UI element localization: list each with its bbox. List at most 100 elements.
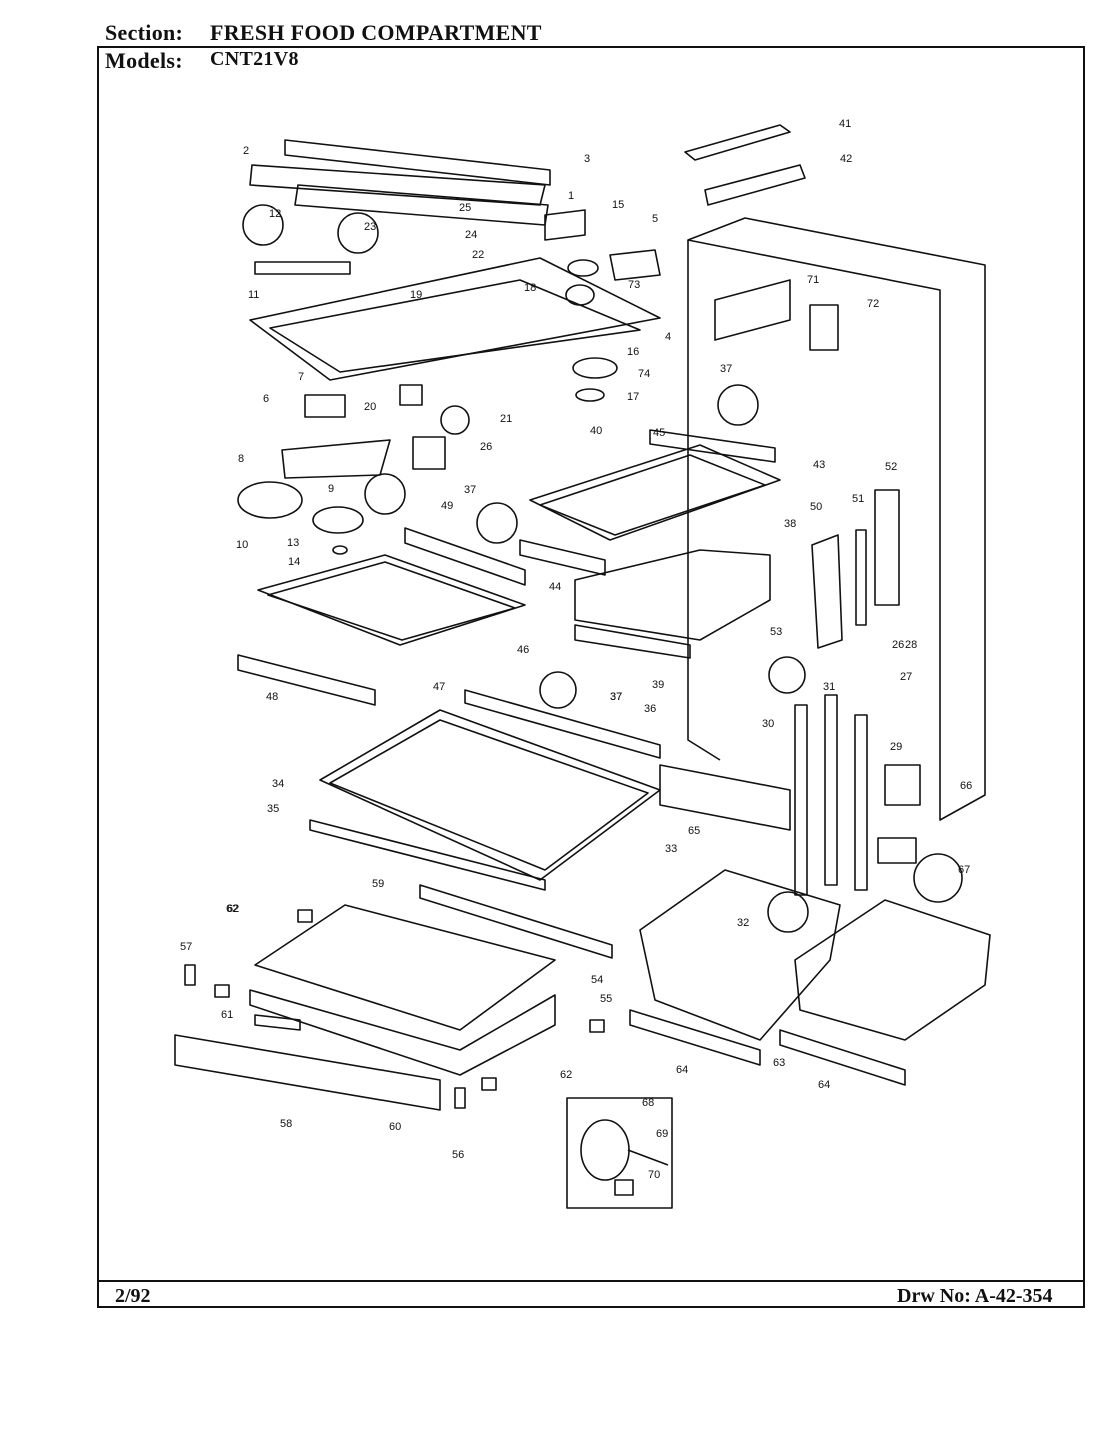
callout-56: 56 [452, 1149, 464, 1161]
callout-44: 44 [549, 581, 561, 593]
callout-38: 38 [784, 518, 796, 530]
callout-29: 29 [890, 741, 902, 753]
callout-27: 27 [900, 671, 912, 683]
callout-52: 52 [885, 461, 897, 473]
callout-71: 71 [807, 274, 819, 286]
callout-18: 18 [524, 282, 536, 294]
part-62-d [481, 1077, 497, 1091]
callout-24: 24 [465, 229, 477, 241]
part-51 [855, 529, 867, 626]
part-30 [794, 704, 808, 896]
callout-16: 16 [627, 346, 639, 358]
part-29 [854, 714, 868, 891]
drawing-number: Drw No: A-42-354 [897, 1285, 1053, 1307]
callout-69: 69 [656, 1128, 668, 1140]
callout-15: 15 [612, 199, 624, 211]
callout-42: 42 [840, 153, 852, 165]
callout-62: 62 [227, 903, 239, 915]
model-number: CNT21V8 [210, 48, 299, 70]
callout-26: 26 [892, 639, 904, 651]
diagram-frame [97, 46, 1085, 1308]
part-57 [184, 964, 196, 986]
callout-46: 46 [517, 644, 529, 656]
callout-28: 28 [905, 639, 917, 651]
part-12-detail [242, 204, 284, 246]
callout-37: 37 [720, 363, 732, 375]
callout-58: 58 [280, 1118, 292, 1130]
part-11 [254, 261, 351, 275]
part-2-trim [284, 139, 551, 186]
callout-64: 64 [676, 1064, 688, 1076]
part-55-frame [249, 989, 556, 1076]
part-45-trim [649, 429, 776, 463]
callout-7: 7 [298, 371, 304, 383]
callout-9: 9 [328, 483, 334, 495]
part-69-axle [627, 1149, 669, 1166]
callout-61: 61 [221, 1009, 233, 1021]
part-40-glass [539, 454, 766, 536]
part-48-trim [237, 654, 376, 706]
callout-68: 68 [642, 1097, 654, 1109]
callout-17: 17 [627, 391, 639, 403]
revision-date: 2/92 [115, 1285, 151, 1307]
part-32-detail [767, 891, 809, 933]
callout-67: 67 [958, 864, 970, 876]
part-62-a [297, 909, 313, 923]
part-68-roller [580, 1119, 630, 1181]
part-23-detail [337, 212, 379, 254]
part-26 [412, 436, 446, 470]
callout-22: 22 [472, 249, 484, 261]
callout-72: 72 [867, 298, 879, 310]
callout-73: 73 [628, 279, 640, 291]
part-9-detail [364, 473, 406, 515]
callout-4: 4 [665, 331, 671, 343]
part-40-shelf [529, 444, 781, 541]
callout-36: 36 [644, 703, 656, 715]
callout-57: 57 [180, 941, 192, 953]
part-31 [824, 694, 838, 886]
callout-48: 48 [266, 691, 278, 703]
callout-40: 40 [590, 425, 602, 437]
part-42 [684, 124, 791, 161]
part-4-base [249, 257, 661, 381]
part-47-glass [267, 561, 516, 641]
diagram-line-art [174, 124, 991, 1209]
models-label: Models: [105, 48, 183, 73]
part-44-trim [519, 539, 606, 576]
part-17 [575, 388, 605, 402]
part-74 [572, 357, 618, 379]
part-14 [332, 545, 348, 555]
callout-49: 49 [441, 500, 453, 512]
part-66 [884, 764, 921, 806]
callout-3: 3 [584, 153, 590, 165]
part-62-c [589, 1019, 605, 1033]
part-56 [454, 1087, 466, 1109]
part-37-detail-c [539, 671, 577, 709]
callout-14: 14 [288, 556, 300, 568]
callout-63: 63 [773, 1057, 785, 1069]
callout-60: 60 [389, 1121, 401, 1133]
callout-8: 8 [238, 453, 244, 465]
part-21-bulb [440, 405, 470, 435]
callout-34: 34 [272, 778, 284, 790]
callout-12: 12 [269, 208, 281, 220]
part-70-clip [614, 1179, 634, 1196]
part-5 [609, 249, 661, 281]
part-73-base [565, 284, 595, 306]
callout-11: 11 [248, 289, 259, 301]
part-35-trim [309, 819, 546, 891]
part-67-detail [913, 853, 963, 903]
part-73 [567, 259, 599, 277]
callout-62: 62 [226, 903, 238, 915]
part-38-drawer [574, 549, 771, 641]
part-6 [304, 394, 346, 418]
part-54-cover [254, 904, 556, 1031]
part-37-detail-a [717, 384, 759, 426]
part-62-b [214, 984, 230, 998]
callout-21: 21 [500, 413, 512, 425]
callout-64: 64 [818, 1079, 830, 1091]
part-15 [544, 209, 586, 241]
part-8-box [281, 439, 391, 479]
callout-20: 20 [364, 401, 376, 413]
